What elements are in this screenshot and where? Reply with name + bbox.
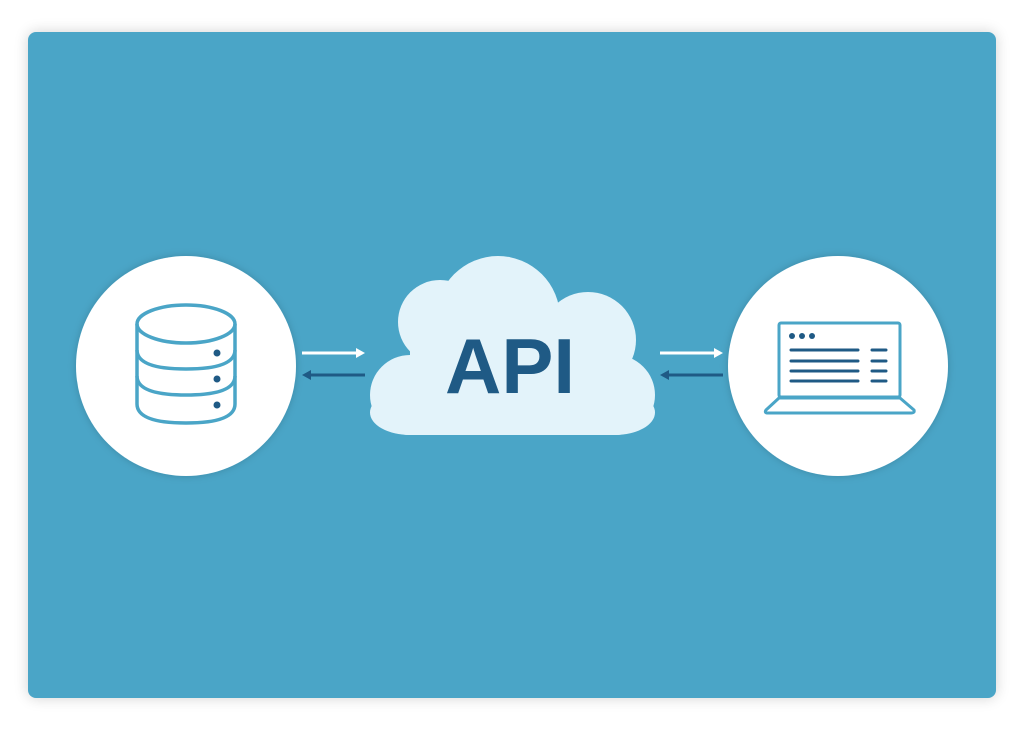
- api-label: API: [445, 322, 575, 410]
- laptop-icon: [763, 321, 916, 415]
- api-cloud: API: [370, 256, 655, 435]
- arrow-to-client: [660, 348, 723, 358]
- client-node: [728, 256, 948, 476]
- arrow-from-api: [302, 370, 365, 380]
- database-icon: [135, 303, 237, 425]
- arrow-from-client: [660, 370, 723, 380]
- arrow-to-api: [302, 348, 365, 358]
- database-node: [76, 256, 296, 476]
